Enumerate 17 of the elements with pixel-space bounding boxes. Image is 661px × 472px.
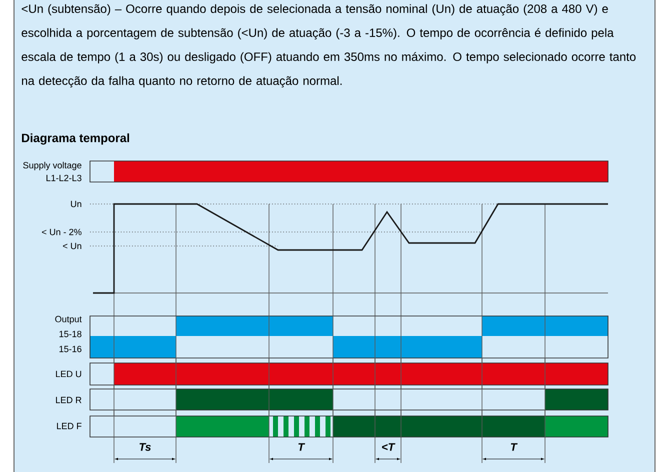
description-text: <Un (subtensão) – Ocorre quando depois de selecionada a tensão nominal (Un) de atuação (208 a 480 V) e escolhida a porcentagem de subtensão (<Un) de atuação (-3 a -15%). O tempo de ocorrência é definido pela escala de tempo (1 a 30s) ou desligado (OFF) atuando em 350ms no máximo. O tempo selecionado ocorre tanto na detecção da falha quanto no retorno de atuação normal.: [22, 4, 636, 88]
dimension-label: <T: [382, 443, 396, 451]
dimension-label: Ts: [140, 443, 151, 451]
row-label: < Un: [62, 242, 82, 250]
row-label: LED F: [57, 422, 82, 430]
row-label: 15-18: [59, 330, 82, 338]
row-label: Supply voltage: [23, 162, 82, 170]
row-label: 15-16: [59, 346, 82, 352]
row-label: LED U: [56, 370, 82, 378]
row-label: L1-L2-L3: [46, 174, 82, 182]
row-label: < Un - 2%: [42, 228, 82, 236]
row-label: Output: [55, 316, 82, 324]
dimension-label: T: [510, 443, 518, 451]
row-label: LED R: [56, 396, 82, 404]
heading: Diagrama temporal: [22, 133, 130, 145]
row-label: Un: [71, 200, 82, 208]
dimension-label: T: [298, 443, 306, 451]
